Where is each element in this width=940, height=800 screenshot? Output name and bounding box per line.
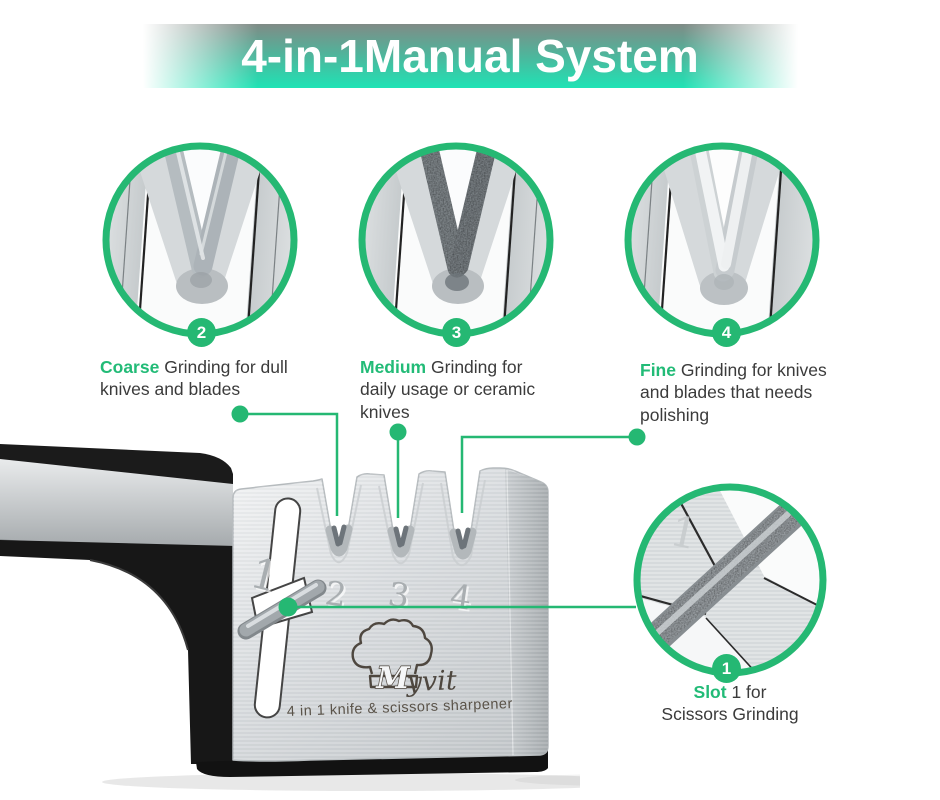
fine-text: Grinding for knives and blades that need… [640, 360, 827, 425]
title-banner: 4-in-1Manual System [143, 24, 798, 88]
coarse-rods [161, 149, 243, 278]
connector-dot-coarse [231, 405, 249, 423]
coarse-slot-photo [102, 142, 298, 338]
handle-top-trim [0, 444, 233, 486]
product-shadow [102, 773, 580, 791]
handle-grip [0, 459, 233, 556]
slot1-text-line2: Scissors Grinding [661, 704, 799, 725]
badge-1: 1 [712, 654, 741, 683]
slot-2 [325, 524, 353, 557]
slot-4 [449, 527, 477, 560]
fine-ceramic-rods [687, 149, 761, 282]
grinding-slots [316, 479, 486, 567]
medium-keyword: Medium [360, 357, 427, 377]
slot1-text: 1 for [731, 682, 767, 702]
coarse-keyword: Coarse [100, 357, 160, 377]
medium-text: Grinding for daily usage or ceramic kniv… [360, 357, 536, 422]
product-tagline: 4 in 1 knife & scissors sharpener [287, 696, 513, 720]
handle [0, 444, 236, 764]
badge-4: 4 [712, 318, 741, 347]
page-title: 4-in-1Manual System [241, 30, 699, 82]
brand-logo: M yvit 4 in 1 knife & scissors sharpener [287, 618, 513, 720]
medium-slot-photo [358, 142, 554, 338]
slot1-keyword: Slot [693, 682, 727, 702]
fine-slot-photo [624, 142, 820, 338]
scissors-slot-photo: 1 [633, 483, 827, 677]
coarse-description: Coarse Grinding for dull knives and blad… [100, 356, 305, 401]
brand-name: yvit [405, 665, 457, 698]
chef-hat-icon [351, 618, 433, 689]
fine-description: Fine Grinding for knives and blades that… [640, 359, 860, 426]
medium-description: Medium Grinding for daily usage or ceram… [360, 356, 550, 423]
brand-initial: M [375, 661, 410, 696]
knife-sharpener-product: 1 1 2 2 3 3 4 4 M yvit 4 in 1 knife & sc… [0, 444, 580, 791]
badge-3: 3 [442, 318, 471, 347]
coarse-text: Grinding for dull knives and blades [100, 357, 288, 400]
connector-dot-fine [628, 428, 646, 446]
badge-2: 2 [187, 318, 216, 347]
fine-keyword: Fine [640, 360, 676, 380]
slot1-description: Slot 1 for Scissors Grinding [625, 681, 835, 726]
medium-ceramic-rods [417, 149, 499, 278]
handle-underside [0, 540, 236, 764]
slot-3 [387, 525, 415, 558]
scissors-rod [640, 499, 807, 659]
